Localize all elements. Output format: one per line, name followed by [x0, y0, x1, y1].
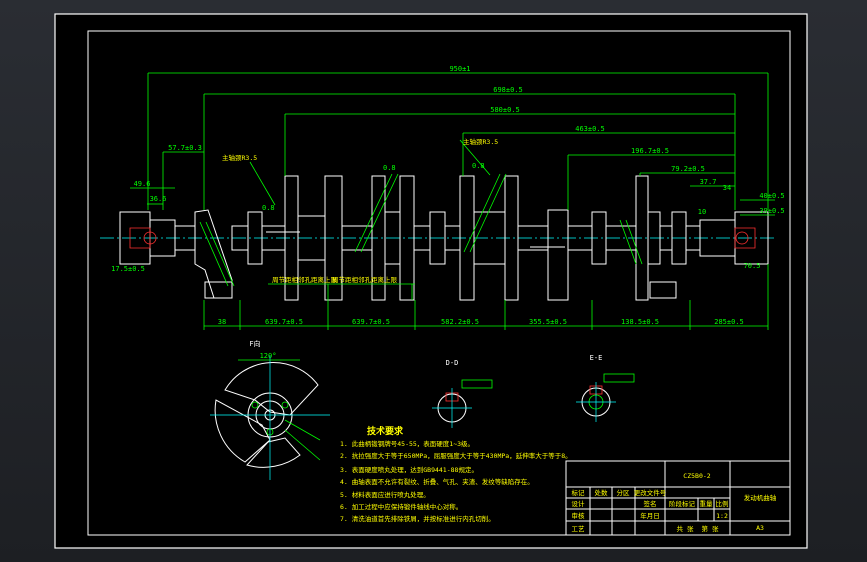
tech-req-item-3: 3. 表面硬度喷丸处理，达到GB9441-88规定。 — [340, 465, 478, 474]
section-dd: D-D — [432, 359, 493, 428]
dim-40-label: 40±0.5 — [759, 192, 784, 200]
dim-582-label: 582.2±0.5 — [441, 318, 479, 326]
callouts: 主轴颈R3.5 主轴颈R3.5 0.8 0.8 0.8 周节距相邻孔距离上限 周… — [222, 137, 498, 300]
dim-36-label: 36.6 — [150, 195, 167, 203]
title-hdr-3: 更改文件号 — [634, 488, 667, 497]
outer-frame — [54, 13, 808, 549]
ra-b: 0.8 — [472, 162, 485, 170]
view-f-title: F向 — [249, 339, 260, 348]
dim-138-label: 138.5±0.5 — [621, 318, 659, 326]
dim-79-label: 79.2±0.5 — [671, 165, 705, 173]
dim-285-label: 285±0.5 — [714, 318, 744, 326]
dim-34-label: 34 — [723, 184, 731, 192]
dim-37-label: 37.7 — [700, 178, 717, 186]
dim-overall-label: 950±1 — [449, 65, 470, 73]
dim-639b-label: 639.7±0.5 — [352, 318, 390, 326]
tech-req-heading: 技术要求 — [367, 425, 404, 437]
note-below-1: 周节距相邻孔距离上限 — [272, 275, 338, 284]
callout-main-journal-left: 主轴颈R3.5 — [222, 153, 257, 162]
dim-355-label: 355.5±0.5 — [529, 318, 567, 326]
title-row-4: 工艺 — [572, 525, 586, 533]
title-mid-3: 比例 — [716, 499, 729, 508]
ra-a: 0.8 — [383, 164, 396, 172]
dim-463-label: 463±0.5 — [575, 125, 605, 133]
title-mid-1: 阶段标记 — [669, 499, 696, 508]
title-row-1: 标记 — [572, 488, 586, 497]
title-hdr-1: 处数 — [595, 488, 609, 497]
title-footer-1: 共 张 — [677, 524, 694, 533]
title-block: CZ5B0-2 发动机曲轴 A3 1:2 标记 设计 审核 工艺 处数 分区 更… — [565, 460, 791, 536]
dim-49-label: 49.6 — [134, 180, 151, 188]
top-dimensions: 950±1 698±0.5 580±0.5 463±0.5 196.7±0.5 … — [111, 65, 785, 273]
title-footer-2: 第 张 — [702, 524, 719, 533]
section-dd-title: D-D — [446, 359, 459, 367]
note-below-2: 周节距相邻孔距离上限 — [332, 275, 398, 284]
title-part-name: 发动机曲轴 — [744, 493, 777, 502]
title-hdr-4: 签名 — [644, 499, 657, 508]
callout-main-journal-right: 主轴颈R3.5 — [463, 137, 498, 146]
view-f: F向 120° — [210, 339, 330, 480]
tech-requirements: 技术要求 1. 此曲柄锻钢牌号45-55，表面硬度1~3级。 2. 抗拉强度大于… — [340, 425, 572, 523]
tech-req-item-1: 1. 此曲柄锻钢牌号45-55，表面硬度1~3级。 — [340, 439, 474, 448]
title-hdr-2: 分区 — [617, 488, 631, 497]
title-mid-2: 重量 — [700, 500, 714, 508]
title-sheet: A3 — [756, 524, 764, 532]
crankshaft-profile — [119, 173, 769, 301]
title-hdr-5: 年月日 — [640, 511, 660, 520]
section-ee: E-E — [576, 354, 635, 422]
title-row-2: 设计 — [572, 499, 586, 508]
dim-10-label: 10 — [698, 208, 706, 216]
dim-38-label: 38 — [218, 318, 226, 326]
dim-57-label: 57.7±0.3 — [168, 144, 202, 152]
title-drawing-no: CZ5B0-2 — [683, 472, 710, 480]
tech-req-item-2: 2. 抗拉强度大于等于650MPa，屈服强度大于等于430MPa，延伸率大于等于… — [340, 451, 572, 460]
section-ee-title: E-E — [590, 354, 603, 362]
title-scale: 1:2 — [716, 512, 728, 520]
tech-req-item-7: 7. 清洗油道首先排除铁屑，并按标准进行内孔切削。 — [340, 514, 495, 523]
dim-70-label: 70.5 — [744, 262, 761, 270]
view-f-angle: 120° — [260, 352, 277, 360]
bottom-dimensions: 38 639.7±0.5 639.7±0.5 582.2±0.5 355.5±0… — [203, 264, 769, 330]
ra-c: 0.8 — [262, 204, 275, 212]
dim-17-label: 17.5±0.5 — [111, 265, 145, 273]
dim-698-label: 698±0.5 — [493, 86, 523, 94]
dim-39-label: 39±0.5 — [759, 207, 784, 215]
dim-196-label: 196.7±0.5 — [631, 147, 669, 155]
tech-req-item-6: 6. 加工过程中应保持锻件轴线中心对称。 — [340, 502, 462, 511]
title-row-3: 审核 — [572, 511, 586, 520]
tech-req-item-4: 4. 曲轴表面不允许有裂纹、折叠、气孔、夹渣、发纹等缺陷存在。 — [340, 477, 534, 486]
dim-639a-label: 639.7±0.5 — [265, 318, 303, 326]
tech-req-item-5: 5. 材料表面应进行喷丸处理。 — [340, 490, 430, 499]
inner-frame — [87, 30, 791, 536]
dim-580-label: 580±0.5 — [490, 106, 520, 114]
